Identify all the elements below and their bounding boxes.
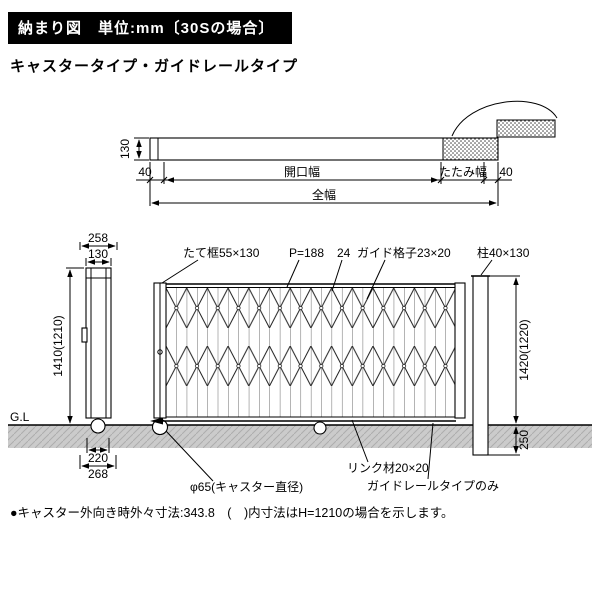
footnote: ●キャスター外向き時外々寸法:343.8 ( )内寸法はH=1210の場合を示し… — [10, 506, 454, 520]
lattice-lower-band — [166, 346, 455, 386]
plan-fold-width-label: たたみ幅 — [439, 164, 487, 179]
plan-swing-arc — [451, 100, 558, 137]
plan-total-width-label: 全幅 — [312, 187, 336, 202]
plan-view: 130 40 開口幅 たたみ幅 40 全幅 — [118, 100, 558, 206]
elev-dim-embed: 250 — [517, 430, 531, 450]
side-dim-130: 130 — [88, 247, 108, 261]
dim-tick — [160, 176, 168, 184]
leader-line — [427, 422, 434, 480]
label-post: 柱40×130 — [477, 245, 530, 260]
title-bar: 納まり図 単位:mm〔30Sの場合〕 — [8, 12, 293, 44]
label-caster: φ65(キャスター直径) — [190, 480, 303, 494]
caster-wheel-mid — [313, 421, 327, 435]
leader-line — [165, 430, 214, 482]
subtitle: キャスタータイプ・ガイドレールタイプ — [10, 58, 299, 75]
dim-tick — [146, 176, 154, 184]
gate-diagram: 130 40 開口幅 たたみ幅 40 全幅 258 130 — [8, 100, 592, 494]
plan-swung-gate — [496, 119, 556, 138]
side-dim-258: 258 — [88, 231, 108, 245]
plan-open-width-label: 開口幅 — [284, 164, 320, 179]
label-pitch: P=188 — [289, 246, 324, 260]
side-view: 258 130 1410(1210) G.L 220 268 — [10, 231, 118, 481]
plan-dim-40-right: 40 — [499, 165, 513, 179]
dim-tick — [494, 176, 502, 184]
support-post — [472, 275, 489, 456]
leader-line — [480, 259, 493, 276]
side-dim-220: 220 — [88, 451, 108, 465]
side-caster-wheel — [90, 418, 106, 434]
dim-tick — [480, 176, 488, 184]
plan-dim-40-left: 40 — [138, 165, 152, 179]
gl-label: G.L — [10, 410, 30, 424]
leader-line — [286, 259, 300, 288]
leader-line — [331, 259, 343, 292]
label-stile: たて框55×130 — [183, 246, 260, 260]
elev-dim-height: 1420(1220) — [517, 319, 531, 380]
dim-tick — [437, 176, 445, 184]
plan-dim-depth: 130 — [118, 139, 132, 159]
elevation-view: たて框55×130 P=188 24 ガイド格子23×20 柱40×130 14… — [150, 245, 531, 494]
side-latch — [81, 327, 88, 343]
side-dim-height: 1410(1210) — [51, 315, 65, 376]
lattice-upper-band — [166, 288, 455, 328]
right-stile — [454, 282, 466, 419]
leader-line — [366, 259, 386, 300]
label-link: リンク材20×20 — [347, 461, 429, 475]
leader-line — [161, 259, 199, 284]
label-24: 24 — [337, 246, 351, 260]
label-guide-lattice: ガイド格子23×20 — [357, 245, 451, 260]
side-post-body — [85, 267, 112, 419]
plan-folded-section — [442, 137, 499, 161]
side-dim-268: 268 — [88, 467, 108, 481]
guide-rail-tip — [150, 417, 163, 425]
stile-handle — [157, 349, 163, 355]
label-guiderail-only: ガイドレールタイプのみ — [367, 479, 499, 493]
leader-line — [351, 419, 369, 463]
